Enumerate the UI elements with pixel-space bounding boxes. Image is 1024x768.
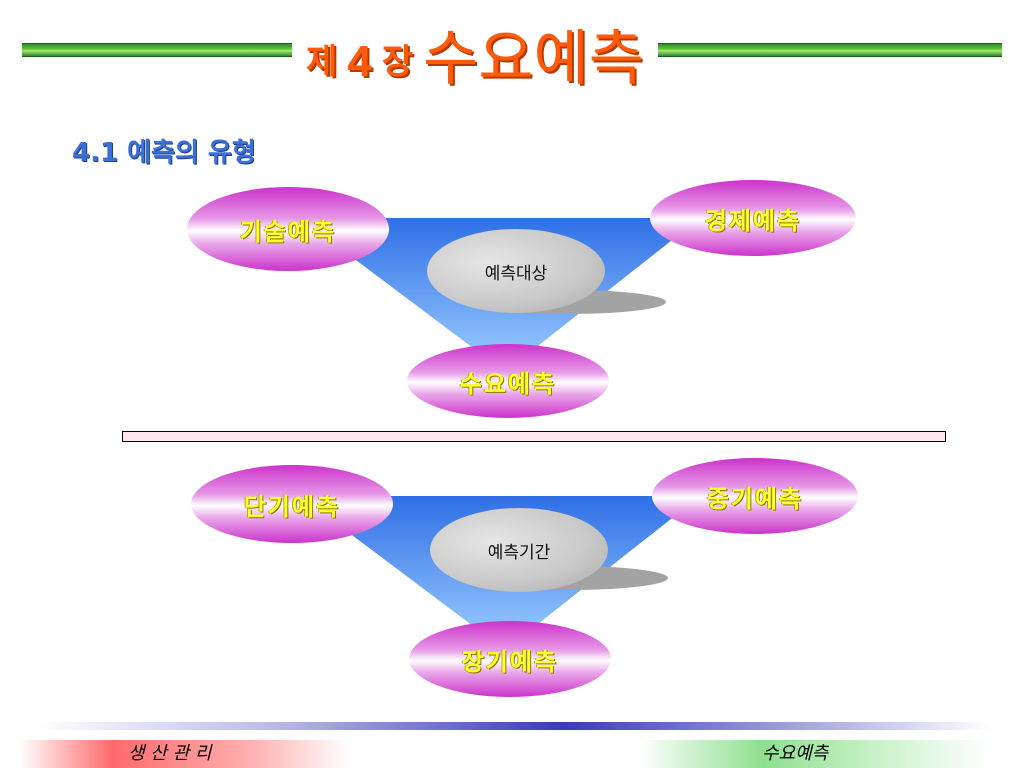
ellipse-mid-term-forecast: 중기예측 (652, 458, 858, 534)
ellipse-economic-forecast: 경제예측 (650, 180, 856, 256)
ellipse-label: 단기예측 (243, 492, 341, 521)
title-main: 수요예측 (423, 24, 644, 94)
center-label: 예측대상 (484, 263, 548, 284)
center-ellipse-target: 예측대상 (427, 229, 605, 313)
footer-left-band (20, 740, 350, 768)
title-suffix: 장 (381, 42, 414, 82)
ellipse-label: 중기예측 (706, 484, 804, 513)
footer-right-band (640, 740, 990, 768)
title-number: 4 (347, 37, 372, 86)
footer-course-title: 생 산 관 리 (128, 743, 212, 764)
footer-rule (40, 722, 990, 730)
ellipse-label: 장기예측 (461, 647, 559, 676)
ellipse-label: 경제예측 (704, 206, 802, 235)
title-prefix: 제 (306, 42, 338, 82)
ellipse-short-term-forecast: 단기예측 (191, 465, 393, 543)
section-heading: 4.1 예측의 유형 (72, 138, 256, 168)
ellipse-label: 기술예측 (239, 217, 337, 246)
center-label: 예측기간 (487, 542, 551, 563)
section-divider (122, 431, 946, 442)
ellipse-tech-forecast: 기술예측 (187, 187, 389, 271)
ellipse-long-term-forecast: 장기예측 (409, 621, 611, 697)
center-ellipse-period: 예측기간 (430, 508, 608, 592)
page-title: 제 4 장 수요예측 (292, 14, 658, 94)
ellipse-demand-forecast: 수요예측 (407, 344, 609, 418)
footer-chapter-title: 수요예측 (762, 743, 829, 764)
ellipse-label: 수요예측 (459, 369, 557, 398)
